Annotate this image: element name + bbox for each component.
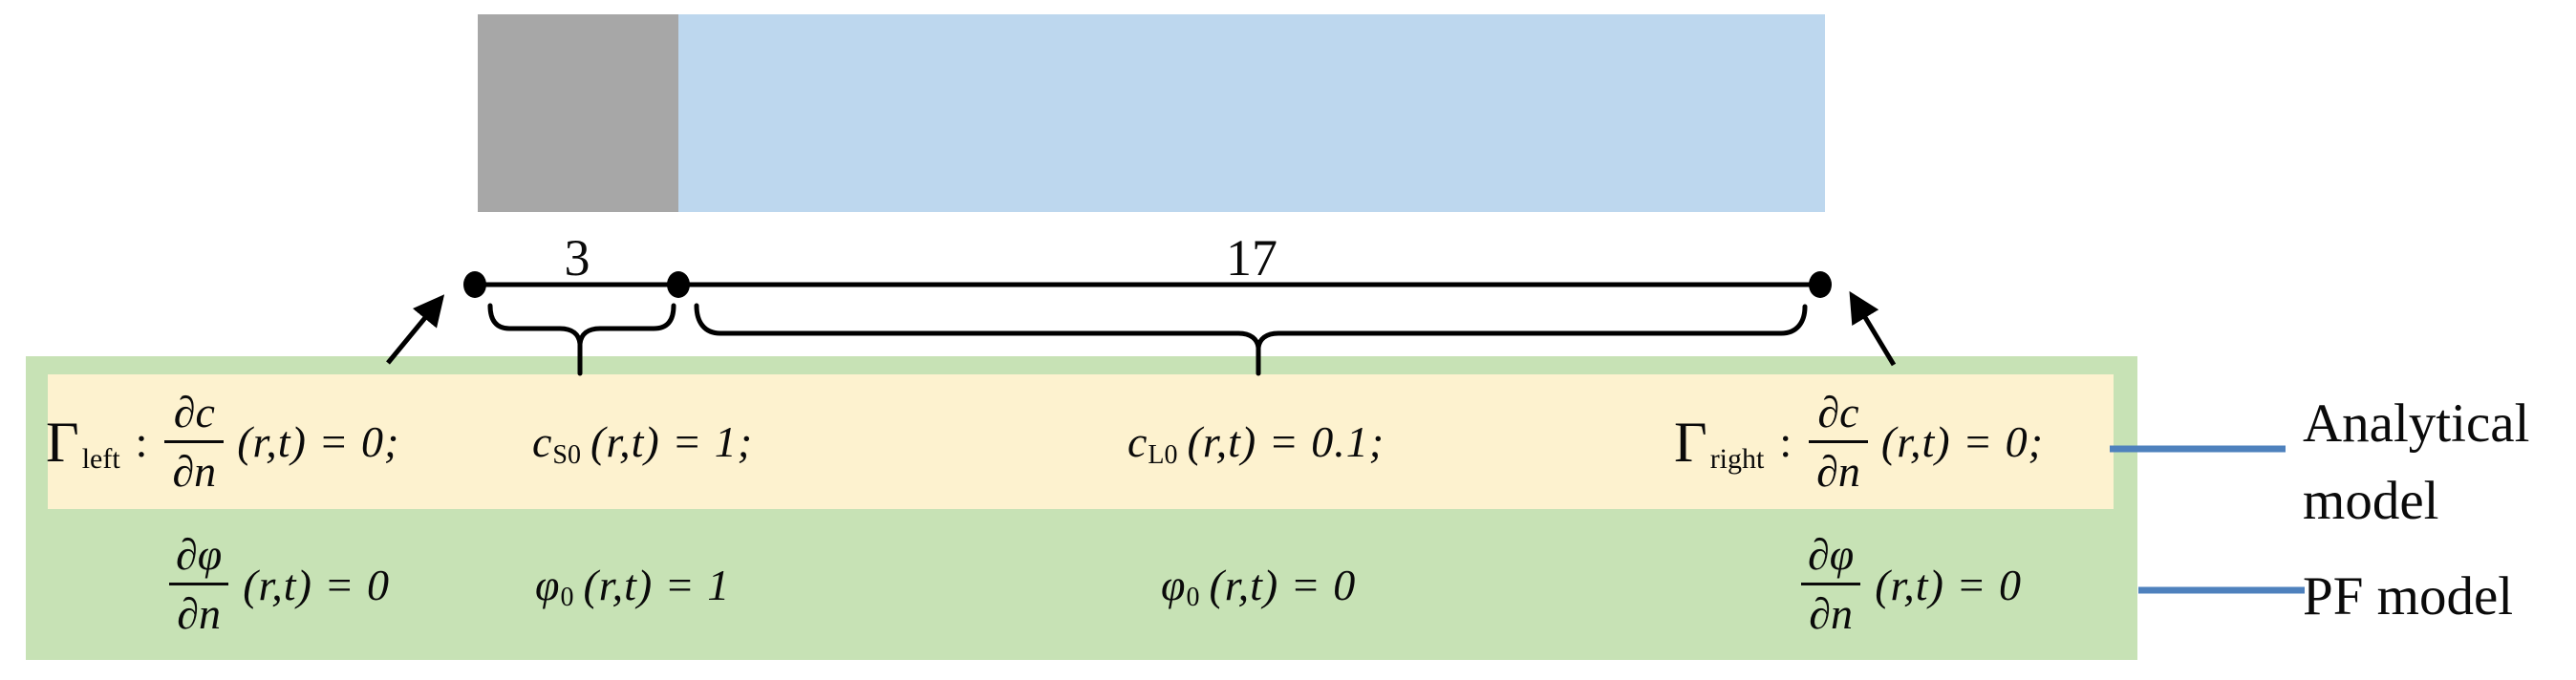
concentration-subscript: L0 bbox=[1148, 439, 1178, 470]
endpoint-dot-left bbox=[463, 271, 486, 298]
fraction-denominator: ∂n bbox=[164, 439, 225, 497]
gamma-symbol: Γ bbox=[46, 410, 79, 474]
equation-body: (r,t) = 0 bbox=[243, 560, 390, 609]
pf-bc-right: ∂φ ∂n (r,t) = 0 bbox=[1794, 509, 2022, 660]
normal-derivative-fraction: ∂c ∂n bbox=[1809, 388, 1868, 496]
interface-dot bbox=[667, 271, 690, 298]
equation-body: (r,t) = 0 bbox=[1209, 560, 1357, 609]
phi-symbol: φ bbox=[1161, 560, 1186, 609]
gamma-subscript: right bbox=[1709, 442, 1765, 475]
equation-body: (r,t) = 1; bbox=[590, 417, 754, 466]
equation-body: (r,t) = 0.1; bbox=[1187, 417, 1385, 466]
fraction-numerator: ∂φ bbox=[1808, 530, 1855, 580]
analytical-model-panel bbox=[48, 374, 2114, 509]
normal-derivative-fraction: ∂φ ∂n bbox=[168, 530, 229, 638]
normal-derivative-fraction: ∂φ ∂n bbox=[1800, 530, 1861, 638]
fraction-numerator: ∂c bbox=[173, 387, 215, 436]
fraction-denominator: ∂n bbox=[1809, 439, 1868, 497]
pf-model-label: PF model bbox=[2303, 566, 2514, 627]
gamma-subscript: left bbox=[81, 442, 120, 475]
endpoint-dot-right bbox=[1809, 271, 1832, 298]
normal-derivative-fraction: ∂c ∂n bbox=[164, 387, 225, 497]
analytical-model-label: Analytical model bbox=[2303, 393, 2530, 531]
fraction-numerator: ∂c bbox=[1817, 387, 1859, 436]
concentration-subscript: S0 bbox=[552, 439, 581, 470]
left-boundary-arrow bbox=[386, 294, 445, 365]
solid-region-bar bbox=[478, 14, 678, 212]
concentration-symbol: c bbox=[1127, 417, 1148, 466]
fraction-denominator: ∂n bbox=[169, 583, 228, 639]
equation-body: (r,t) = 1 bbox=[583, 560, 731, 609]
gamma-symbol: Γ bbox=[1674, 410, 1707, 474]
liquid-length-label: 17 bbox=[1226, 229, 1277, 287]
phi-subscript: 0 bbox=[560, 583, 574, 612]
right-boundary-arrow bbox=[1849, 290, 1897, 367]
colon: : bbox=[135, 417, 148, 466]
liquid-region-bar bbox=[678, 14, 1825, 212]
colon: : bbox=[1779, 417, 1792, 466]
equation-body: (r,t) = 0; bbox=[1880, 417, 2044, 466]
phi-symbol: φ bbox=[535, 560, 560, 609]
fraction-numerator: ∂φ bbox=[176, 530, 223, 580]
equation-body: (r,t) = 0; bbox=[237, 417, 400, 466]
pf-bc-left: ∂φ ∂n (r,t) = 0 bbox=[162, 509, 390, 660]
fraction-denominator: ∂n bbox=[1801, 583, 1860, 639]
solid-length-label: 3 bbox=[565, 229, 590, 287]
concentration-symbol: c bbox=[532, 417, 552, 466]
equation-body: (r,t) = 0 bbox=[1875, 560, 2022, 609]
phi-subscript: 0 bbox=[1186, 583, 1200, 612]
